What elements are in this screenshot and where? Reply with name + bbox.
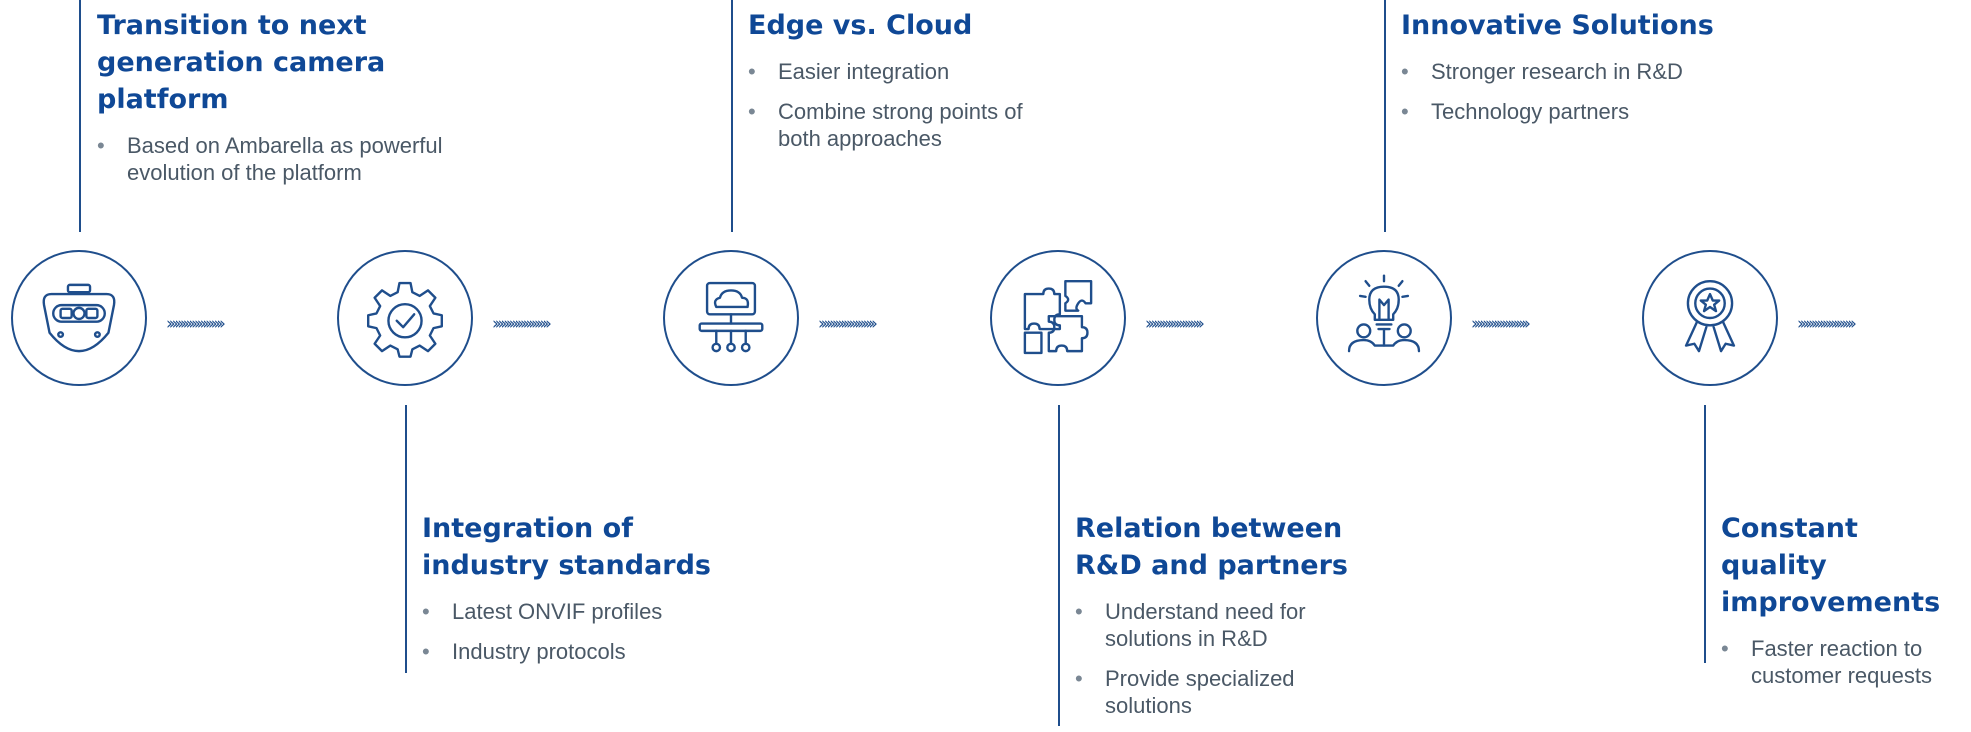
bullet-item: Based on Ambarella as powerful evolution… [97, 132, 497, 186]
connector-line-6 [1704, 405, 1706, 663]
step-5-text: Innovative Solutions Stronger research i… [1401, 7, 1781, 138]
bullet-item: Easier integration [748, 58, 1088, 85]
gear-check-icon [367, 281, 443, 358]
chevron-connector-1: ›››››››››››››››››››› [166, 314, 226, 334]
bullet-item: Faster reaction to customer requests [1721, 635, 1969, 689]
step-1-bullets: Based on Ambarella as powerful evolution… [97, 132, 517, 186]
award-ribbon-icon-circle [1642, 250, 1778, 386]
cloud-network-icon [698, 281, 764, 353]
camera-icon-circle [11, 250, 147, 386]
bullet-item: Technology partners [1401, 98, 1781, 125]
chevron-connector-3: ›››››››››››››››››››› [818, 314, 878, 334]
chevron-connector-6: ›››››››››››››››››››› [1797, 314, 1857, 334]
step-3-title: Edge vs. Cloud [748, 10, 973, 41]
step-2-title: Integration of industry standards [422, 513, 711, 581]
gear-check-icon-circle [337, 250, 473, 386]
bullet-item: Understand need for solutions in R&D [1075, 598, 1355, 652]
step-1-title: Transition to next generation camera pla… [97, 10, 386, 115]
award-ribbon-icon [1684, 280, 1736, 353]
chevron-connector-2: ›››››››››››››››››››› [492, 314, 552, 334]
lightbulb-people-icon-circle [1316, 250, 1452, 386]
puzzle-icon [1023, 280, 1093, 355]
step-2-bullets: Latest ONVIF profiles Industry protocols [422, 598, 722, 665]
bullet-item: Provide specialized solutions [1075, 665, 1355, 719]
step-4-bullets: Understand need for solutions in R&D Pro… [1075, 598, 1375, 719]
connector-line-5 [1384, 0, 1386, 232]
step-6-title: Constant quality improvements [1721, 513, 1941, 618]
step-6-bullets: Faster reaction to customer requests [1721, 635, 1969, 689]
step-2-text: Integration of industry standards Latest… [422, 510, 722, 678]
connector-line-2 [405, 405, 407, 673]
chevron-connector-5: ›››››››››››››››››››› [1471, 314, 1531, 334]
lightbulb-people-icon [1347, 274, 1421, 353]
connector-line-4 [1058, 405, 1060, 726]
step-3-bullets: Easier integration Combine strong points… [748, 58, 1088, 152]
chevron-connector-4: ›››››››››››››››››››› [1145, 314, 1205, 334]
puzzle-icon-circle [990, 250, 1126, 386]
connector-line-3 [731, 0, 733, 232]
step-5-bullets: Stronger research in R&D Technology part… [1401, 58, 1781, 125]
bullet-item: Latest ONVIF profiles [422, 598, 722, 625]
step-3-text: Edge vs. Cloud Easier integration Combin… [748, 7, 1088, 165]
camera-icon [42, 283, 116, 353]
step-4-title: Relation between R&D and partners [1075, 513, 1349, 581]
step-6-text: Constant quality improvements Faster rea… [1721, 510, 1969, 702]
step-1-text: Transition to next generation camera pla… [97, 7, 517, 199]
connector-line-1 [79, 0, 81, 232]
step-4-text: Relation between R&D and partners Unders… [1075, 510, 1375, 732]
bullet-item: Industry protocols [422, 638, 722, 665]
cloud-network-icon-circle [663, 250, 799, 386]
step-5-title: Innovative Solutions [1401, 10, 1714, 41]
bullet-item: Stronger research in R&D [1401, 58, 1781, 85]
bullet-item: Combine strong points of both approaches [748, 98, 1063, 152]
